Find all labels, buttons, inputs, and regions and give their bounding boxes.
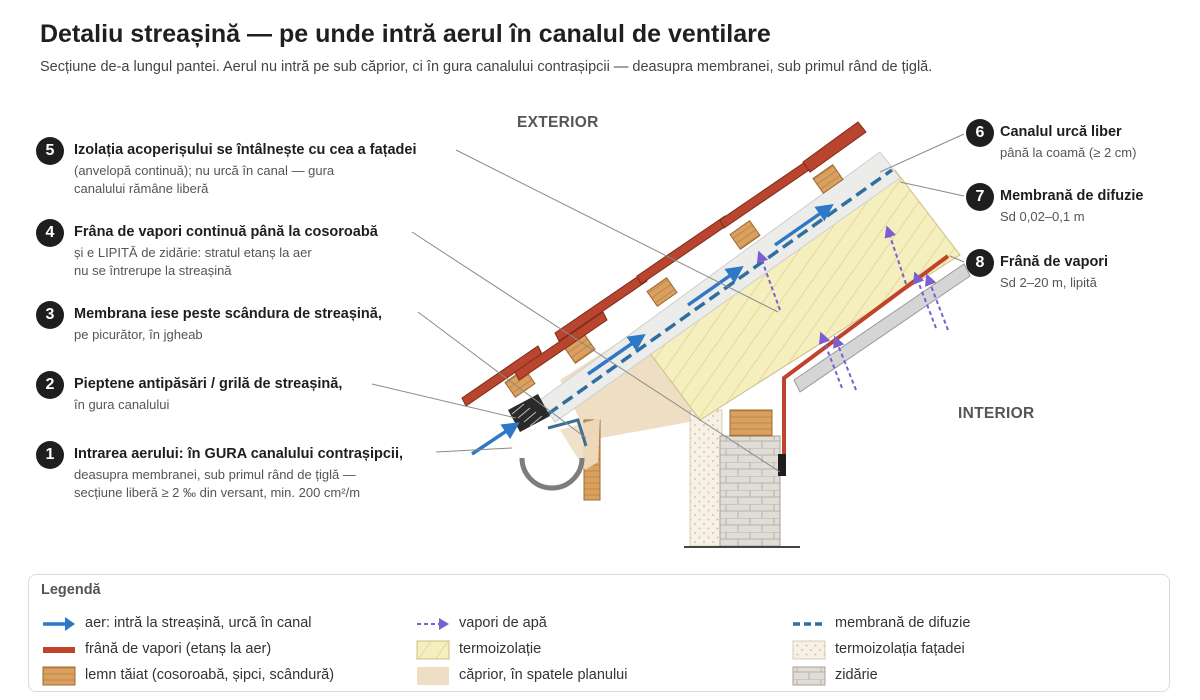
- callout-title: Membrană de difuzie: [1000, 188, 1144, 204]
- vapor-arrows: [756, 225, 949, 391]
- callout-number: 7: [966, 183, 994, 211]
- gutter: [519, 457, 585, 491]
- callout-desc: deasupra membranei, sub primul rând de ț…: [74, 467, 361, 500]
- callout-number: 5: [36, 137, 64, 165]
- interior-label: INTERIOR: [958, 405, 1035, 422]
- diffusion-membrane: [546, 168, 894, 416]
- roof-tiles: [461, 121, 867, 407]
- insulation-swatch: [416, 640, 450, 660]
- callout-title: Intrarea aerului: în GURA canalului cont…: [74, 446, 404, 462]
- legend-item-wood: lemn tăiat (cosoroabă, șipci, scândură): [41, 665, 401, 687]
- masonry-wall: [684, 435, 800, 548]
- legend-item-insulation: termoizolație: [415, 639, 715, 661]
- callout-number: 1: [36, 441, 64, 469]
- callout-number: 4: [36, 219, 64, 247]
- drip-edge: [547, 418, 588, 447]
- page-title: Detaliu streașină — pe unde intră aerul …: [40, 20, 771, 48]
- rafter-swatch: [417, 667, 449, 685]
- legend-item-vapor: vapori de apă: [415, 613, 715, 635]
- callout-desc: pe picurător, în jgheab: [74, 327, 203, 342]
- callout-number: 2: [36, 371, 64, 399]
- callout-title: Frână de vapori: [1000, 254, 1108, 270]
- callout-title: Membrana iese peste scândura de streașin…: [74, 306, 382, 322]
- legend: Legendă aer: intră la streașină, urcă în…: [28, 574, 1170, 692]
- page-subtitle: Secțiune de-a lungul pantei. Aerul nu in…: [40, 59, 933, 75]
- callout-number: 6: [966, 119, 994, 147]
- callout-desc: și e LIPITĂ de zidărie: stratul etanș la…: [74, 245, 312, 278]
- wall-plate: [729, 409, 773, 437]
- vapor-arrow-swatch: [417, 618, 449, 630]
- legend-item-barrier: frână de vapori (etanș la aer): [41, 639, 401, 661]
- callout-title: Canalul urcă liber: [1000, 124, 1122, 140]
- air-arrow-swatch: [43, 617, 75, 631]
- callout-desc: Sd 2–20 m, lipită: [1000, 275, 1097, 290]
- leader-lines: [371, 133, 965, 473]
- membrane-swatch: [793, 622, 825, 626]
- battens: [504, 164, 844, 398]
- callout-desc: Sd 0,02–0,1 m: [1000, 209, 1085, 224]
- callout-title: Izolația acoperișului se întâlnește cu c…: [74, 142, 417, 158]
- facade-swatch: [792, 640, 826, 660]
- callout-desc: în gura canalului: [74, 397, 170, 412]
- legend-item-masonry: zidărie: [791, 665, 1091, 687]
- vapor-barrier: [778, 254, 950, 476]
- legend-item-air: aer: intră la streașină, urcă în canal: [41, 613, 401, 635]
- masonry-swatch: [792, 666, 826, 686]
- callout-title: Frâna de vapori continuă până la cosoroa…: [74, 224, 378, 240]
- legend-item-facade: termoizolația fațadei: [791, 639, 1091, 661]
- callout-desc: până la coamă (≥ 2 cm): [1000, 145, 1137, 160]
- legend-title: Legendă: [41, 582, 101, 598]
- eave-detail-diagram: [371, 121, 971, 548]
- interior-lining: [793, 263, 971, 393]
- wood-swatch: [42, 666, 76, 686]
- callout-desc: (anvelopă continuă); nu urcă în canal — …: [74, 163, 335, 196]
- exterior-label: EXTERIOR: [517, 114, 599, 131]
- barrier-swatch: [43, 647, 75, 653]
- legend-item-rafter: căprior, în spatele planului: [415, 665, 715, 687]
- callout-number: 8: [966, 249, 994, 277]
- facade-insulation: [689, 409, 723, 547]
- callout-number: 3: [36, 301, 64, 329]
- callout-title: Pieptene antipăsări / grilă de streașină…: [74, 376, 343, 392]
- legend-item-membrane: membrană de difuzie: [791, 613, 1091, 635]
